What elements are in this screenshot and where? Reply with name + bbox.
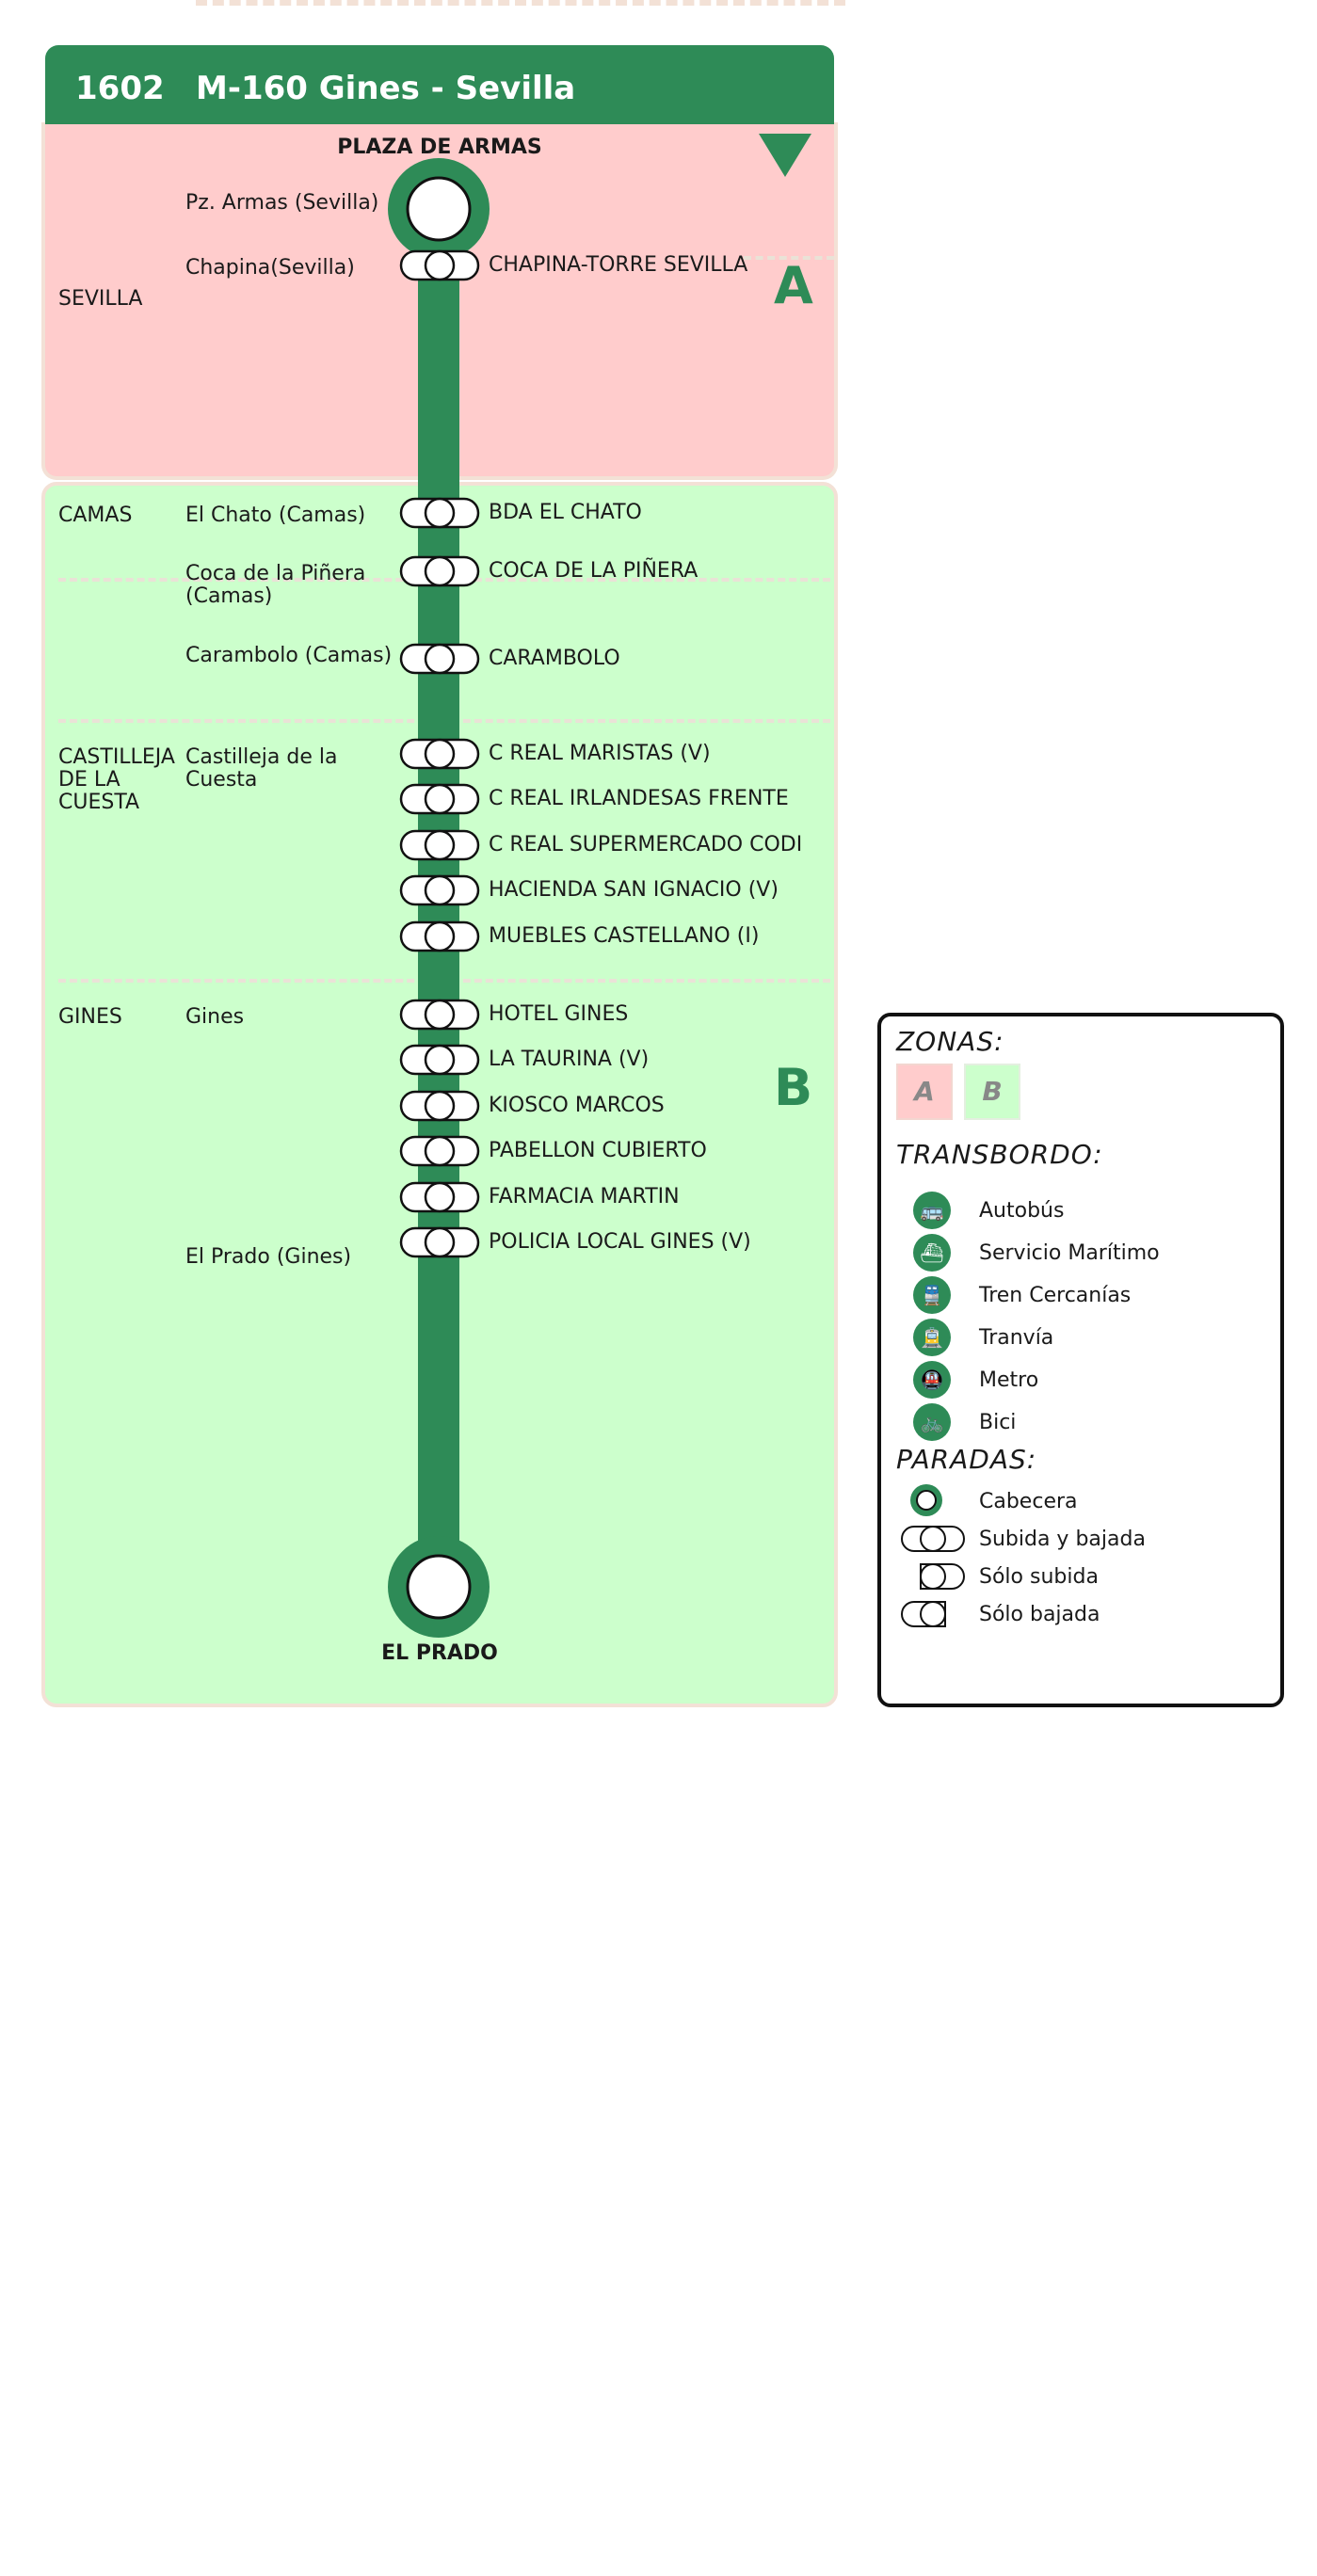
legend-transbordo-label: Tren Cercanías [979,1284,1132,1307]
route-name: M-160 Gines - Sevilla [196,70,576,107]
route-code: 1602 [75,70,165,107]
solo-subida-symbol-icon [920,1563,965,1590]
stop-name: HACIENDA SAN IGNACIO (V) [489,878,779,902]
stop-marker [399,738,480,770]
stop-name: LA TAURINA (V) [489,1048,650,1071]
stop-name: C REAL MARISTAS (V) [489,742,711,765]
stop-name: C REAL IRLANDESAS FRENTE [489,787,789,810]
solo-bajada-symbol-icon [901,1601,946,1627]
stop-name: KIOSCO MARCOS [489,1094,665,1117]
locality-label: Pz. Armas (Sevilla) [185,191,379,215]
stop-name: C REAL SUPERMERCADO CODI [489,833,803,856]
stop-name: PABELLON CUBIERTO [489,1139,707,1162]
stop-name: FARMACIA MARTIN [489,1185,680,1208]
train-icon: 🚆 [913,1276,951,1314]
cabecera-symbol-icon [910,1484,942,1516]
legend-transbordo-label: Tranvía [979,1326,1054,1350]
bus-icon: 🚌 [913,1192,951,1229]
legend-parada-label: Cabecera [979,1490,1078,1513]
legend-transbordo-label: Servicio Marítimo [979,1241,1160,1265]
terminal-end-name: EL PRADO [381,1641,498,1665]
terminal-start-name: PLAZA DE ARMAS [337,136,542,159]
zone-separator [744,256,834,260]
municipality-label: SEVILLA [58,287,143,311]
stop-marker [399,1226,480,1258]
top-dashed-border [196,0,845,6]
legend-zone-a-chip: A [896,1064,953,1120]
stop-marker [399,874,480,906]
locality-label: Chapina(Sevilla) [185,256,355,280]
stop-marker [399,497,480,529]
stop-name: BDA EL CHATO [489,501,642,524]
municipality-label: GINES [58,1005,122,1029]
stop-marker [399,783,480,815]
stop-marker [399,1090,480,1122]
locality-label: Coca de la Piñera (Camas) [185,562,366,608]
stop-name: COCA DE LA PIÑERA [489,559,699,583]
stop-marker [399,1135,480,1167]
municipality-label: CAMAS [58,504,133,527]
stop-marker [399,999,480,1031]
stop-name: MUEBLES CASTELLANO (I) [489,924,760,948]
municipality-label: CASTILLEJA DE LA CUESTA [58,745,175,814]
legend-transbordo-label: Bici [979,1411,1017,1434]
legend-zone-b-chip: B [964,1064,1020,1120]
route-header: 1602 M-160 Gines - Sevilla [45,45,834,124]
locality-label: El Chato (Camas) [185,504,366,527]
legend-parada-label: Sólo subida [979,1565,1099,1589]
legend-transbordo-title: TRANSBORDO: [896,1139,1103,1170]
bike-icon: 🚲 [913,1403,951,1441]
stop-marker [399,249,480,281]
stop-marker [399,1181,480,1213]
stop-name: POLICIA LOCAL GINES (V) [489,1230,751,1254]
zone-a-label: A [774,256,813,315]
zone-b-label: B [774,1058,813,1117]
stop-marker [399,920,480,952]
stop-name: HOTEL GINES [489,1002,629,1026]
legend-stop-symbols [901,1484,965,1627]
stop-marker [399,643,480,675]
boat-icon: ⛴ [913,1234,951,1272]
route-line-diagram [388,158,490,1638]
locality-label: Castilleja de la Cuesta [185,745,338,792]
direction-arrow-icon [759,134,811,177]
legend-paradas-title: PARADAS: [896,1444,1037,1475]
locality-label: El Prado (Gines) [185,1245,352,1269]
metro-icon: 🚇 [913,1361,951,1399]
tram-icon: 🚊 [913,1319,951,1356]
legend-parada-label: Subida y bajada [979,1528,1146,1551]
locality-label: Gines [185,1005,245,1029]
legend-parada-label: Sólo bajada [979,1603,1100,1626]
stop-name: CARAMBOLO [489,647,620,670]
subida-bajada-symbol-icon [901,1526,965,1552]
locality-label: Carambolo (Camas) [185,644,393,667]
stop-marker [399,829,480,861]
legend-box: ZONAS: A B TRANSBORDO: 🚌 Autobús ⛴ Servi… [877,1013,1284,1707]
stop-marker [399,1044,480,1076]
stop-markers [399,249,480,1258]
legend-zonas-title: ZONAS: [896,1026,1004,1057]
legend-transbordo-label: Metro [979,1368,1039,1392]
legend-transbordo-label: Autobús [979,1199,1065,1223]
stop-marker [399,555,480,587]
stop-name: CHAPINA-TORRE SEVILLA [489,253,748,277]
